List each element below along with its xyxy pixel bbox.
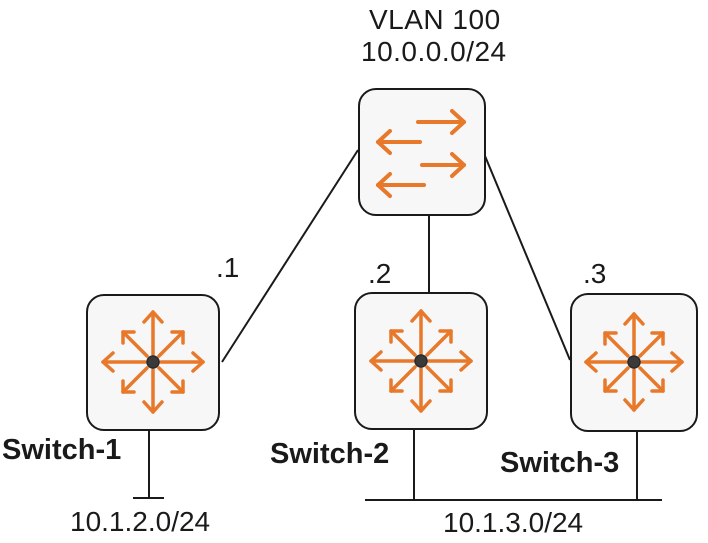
switch-3-ip-label: .3: [583, 258, 607, 289]
switch-3-name-label: Switch-3: [500, 447, 620, 479]
switch-2-name-label: Switch-2: [270, 438, 390, 470]
vlan-subnet-label: 10.0.0.0/24: [361, 36, 507, 67]
switch-1-ip-label: .1: [216, 252, 240, 283]
switch-2[interactable]: [354, 292, 488, 430]
vlan-name-label: VLAN 100: [369, 4, 501, 35]
switch-1-subnet-label: 10.1.2.0/24: [70, 506, 211, 537]
switch-3[interactable]: [570, 293, 698, 432]
switch-1-name-label: Switch-1: [2, 434, 122, 466]
router-arrows-icon: [369, 309, 473, 413]
switch-1[interactable]: [86, 294, 220, 431]
bidirectional-arrows-icon: [376, 109, 466, 198]
link-core-switch-1: [221, 149, 359, 363]
router-arrows-icon: [101, 310, 205, 414]
router-arrows-icon: [584, 312, 684, 412]
switch-2-ip-label: .2: [368, 258, 392, 289]
link-core-switch-3: [484, 155, 571, 361]
core-switch[interactable]: [358, 88, 486, 216]
switch-3-subnet-label: 10.1.3.0/24: [443, 507, 584, 538]
